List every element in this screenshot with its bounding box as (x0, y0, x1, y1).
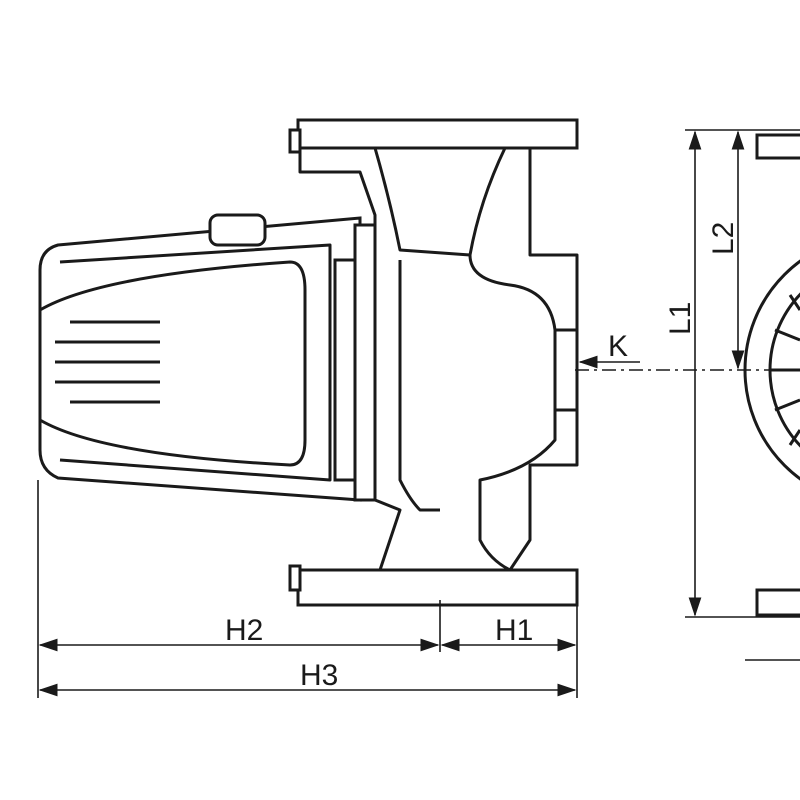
top-flange-bolt (288, 128, 302, 154)
motor-inner-shell (59, 243, 332, 482)
l1-label: L1 (664, 302, 697, 335)
motor-face-outer (743, 259, 800, 481)
motor-adapter (353, 223, 377, 502)
k-port (553, 328, 579, 412)
bottom-flange-bolt (288, 564, 302, 592)
pump-body (288, 118, 579, 607)
motor (38, 213, 377, 502)
front-bottom-flange (755, 588, 800, 617)
body-right-contour (508, 148, 579, 571)
vent-slots (55, 320, 160, 404)
bottom-flange (296, 568, 579, 607)
motor-terminal-box (208, 213, 267, 247)
body-left-contour (298, 148, 402, 571)
dimensions-horizontal: H2 H1 H3 (37, 480, 578, 698)
h2-label: H2 (225, 614, 263, 647)
h1-label: H1 (495, 614, 533, 647)
fan-ribs (770, 294, 800, 446)
control-panel (38, 260, 307, 467)
inlet-throat (373, 147, 507, 257)
volute (468, 254, 557, 572)
motor-flange (333, 258, 357, 482)
inner-body (398, 260, 440, 512)
top-flange (296, 118, 579, 150)
front-top-flange (755, 133, 800, 160)
k-indicator: K (578, 330, 640, 369)
front-view: L1 L2 (575, 129, 800, 661)
k-label: K (608, 330, 628, 363)
h3-label: H3 (300, 659, 338, 692)
l2-label: L2 (707, 222, 740, 255)
